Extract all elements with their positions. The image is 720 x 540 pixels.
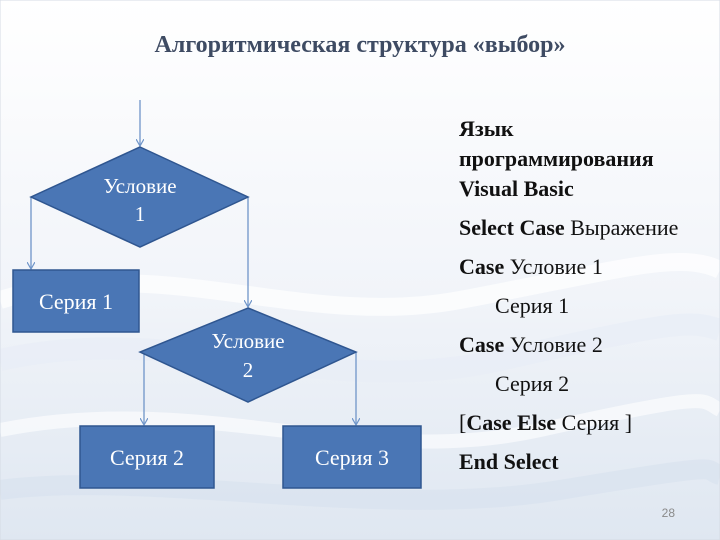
- series-1-label: Серия 1: [39, 289, 113, 314]
- keyword-select-case: Select Case: [459, 215, 565, 240]
- condition-2-label-line2: 2: [243, 358, 254, 382]
- keyword-case-else: Case Else: [466, 410, 557, 435]
- code-line-series2: Серия 2: [495, 371, 570, 396]
- condition-1-diamond: Условие 1: [29, 146, 250, 248]
- series-1-box: Серия 1: [12, 269, 140, 333]
- series-2-label: Серия 2: [110, 445, 184, 470]
- code-line-end-select: End Select: [459, 449, 559, 474]
- keyword-case: Case: [459, 332, 505, 357]
- page-number: 28: [661, 506, 675, 520]
- condition-1-label-line1: Условие: [103, 174, 176, 198]
- code-line-case1: Case Условие 1: [459, 247, 720, 286]
- else-bracket-open: [: [459, 410, 467, 435]
- keyword-case: Case: [459, 254, 505, 279]
- code-line-select: Select Case Выражение: [459, 208, 720, 247]
- else-series: Серия ]: [556, 410, 633, 435]
- series-3-box: Серия 3: [282, 425, 422, 489]
- condition-2-label-line1: Условие: [211, 329, 284, 353]
- code-line-else: [Case Else Серия ]: [459, 403, 720, 442]
- select-expression: Выражение: [564, 215, 679, 240]
- condition-1-label-line2: 1: [135, 202, 146, 226]
- code-heading: Язык программирования Visual Basic: [459, 114, 720, 204]
- series-2-box: Серия 2: [79, 425, 215, 489]
- slide-title: Алгоритмическая структура «выбор»: [154, 32, 566, 58]
- code-heading-line2: программирования: [459, 146, 654, 171]
- code-heading-line3: Visual Basic: [459, 176, 574, 201]
- code-listing: Язык программирования Visual Basic Selec…: [459, 114, 720, 481]
- case1-condition: Условие 1: [504, 254, 603, 279]
- code-heading-line1: Язык: [459, 116, 514, 141]
- connectors: [31, 100, 356, 424]
- code-line-series1: Серия 1: [495, 293, 570, 318]
- series-3-label: Серия 3: [315, 445, 389, 470]
- case2-condition: Условие 2: [504, 332, 603, 357]
- code-line-case2: Case Условие 2: [459, 325, 720, 364]
- condition-2-diamond: Условие 2: [138, 307, 358, 403]
